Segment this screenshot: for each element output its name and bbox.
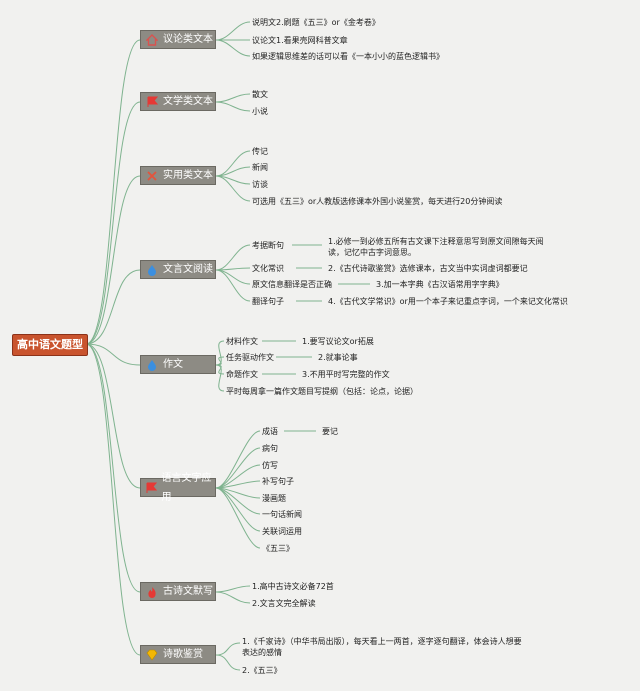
branch-argumentative-text[interactable]: 议论类文本 — [140, 30, 216, 49]
leaf-item: 2.《五三》 — [242, 666, 282, 675]
leaf-item: 命题作文 — [226, 370, 258, 379]
leaf-note: 3.不用平时写完整的作文 — [302, 370, 390, 379]
leaf-item: 《五三》 — [262, 544, 294, 553]
branch-leaf-link — [215, 591, 251, 604]
leaf-item: 仿写 — [262, 461, 278, 470]
leaf-note: 1.必修一到必修五所有古文课下注释意思写到原文间隙每天阅读，记忆中古字词意思。 — [328, 237, 544, 257]
branch-leaf-link — [215, 447, 261, 489]
branch-leaf-link — [215, 93, 251, 103]
branch-classical-chinese[interactable]: 文言文阅读 — [140, 260, 216, 279]
leaf-item: 任务驱动作文 — [226, 353, 274, 362]
leaf-item: 2.文言文完全解读 — [252, 599, 316, 608]
root-branch-link — [85, 343, 141, 656]
branch-leaf-link — [215, 21, 251, 41]
gem-icon — [145, 648, 159, 662]
leaf-item: 可选用《五三》or人教版选修课本外国小说鉴赏，每天进行20分钟阅读 — [252, 197, 503, 206]
drop-icon — [145, 263, 159, 277]
branch-leaf-link — [215, 39, 251, 57]
leaf-note: 2.就事论事 — [318, 353, 358, 362]
branch-leaf-link — [215, 340, 225, 366]
flag-icon — [145, 95, 159, 109]
branch-language-use[interactable]: 语言文字应用 — [140, 473, 216, 503]
leaf-item: 说明文2.刷题《五三》or《金考卷》 — [252, 18, 380, 27]
branch-label: 文学类文本 — [163, 96, 213, 107]
leaf-item: 散文 — [252, 90, 268, 99]
branch-leaf-link — [215, 244, 251, 271]
leaf-item: 如果逻辑思维差的话可以看《一本小小的蓝色逻辑书》 — [252, 52, 444, 61]
branch-label: 议论类文本 — [163, 34, 213, 45]
branch-leaf-link — [215, 642, 241, 656]
root-branch-link — [85, 343, 141, 366]
leaf-note: 2.《古代诗歌鉴赏》选修课本，古文当中实词虚词都要记 — [328, 264, 528, 273]
leaf-item: 原文信息翻译是否正确 — [252, 280, 332, 289]
leaf-item: 补写句子 — [262, 477, 294, 486]
leaf-item: 考据断句 — [252, 241, 284, 250]
leaf-item: 访谈 — [252, 180, 268, 189]
leaf-item: 议论文1.看果壳网科普文章 — [252, 36, 348, 45]
root-branch-link — [85, 39, 141, 345]
branch-poetry-recitation[interactable]: 古诗文默写 — [140, 582, 216, 601]
branch-practical-text[interactable]: 实用类文本 — [140, 166, 216, 185]
root-branch-link — [85, 175, 141, 345]
root-branch-link — [85, 269, 141, 345]
fire-icon — [145, 585, 159, 599]
branch-label: 作文 — [163, 359, 183, 370]
tools-icon — [145, 169, 159, 183]
leaf-item: 病句 — [262, 444, 278, 453]
leaf-item: 传记 — [252, 147, 268, 156]
branch-label: 文言文阅读 — [163, 264, 213, 275]
branch-leaf-link — [215, 101, 251, 112]
branch-leaf-link — [215, 269, 251, 302]
leaf-item: 漫画题 — [262, 494, 286, 503]
root-branch-link — [85, 101, 141, 345]
branch-leaf-link — [215, 487, 261, 532]
leaf-note: 4.《古代文学常识》or用一个本子来记重点字词，一个来记文化常识 — [328, 297, 568, 306]
leaf-item: 1.《千家诗》（中华书局出版），每天看上一两首，逐字逐句翻译，体会诗人想要表达的… — [242, 637, 522, 657]
leaf-item: 新闻 — [252, 163, 268, 172]
leaf-item: 平时每周拿一篇作文题目写提纲（包括：论点，论据） — [226, 387, 418, 396]
root-branch-link — [85, 343, 141, 489]
leaf-item: 一句话新闻 — [262, 510, 302, 519]
branch-label: 古诗文默写 — [163, 586, 213, 597]
leaf-item: 翻译句子 — [252, 297, 284, 306]
branch-poetry-appreciation[interactable]: 诗歌鉴赏 — [140, 645, 216, 664]
root-branch-link — [85, 343, 141, 593]
leaf-item: 材料作文 — [226, 337, 258, 346]
leaf-item: 文化常识 — [252, 264, 284, 273]
branch-leaf-link — [215, 430, 261, 489]
branch-leaf-link — [215, 654, 241, 671]
flag-icon — [145, 481, 158, 495]
branch-leaf-link — [215, 175, 251, 202]
branch-leaf-link — [215, 269, 251, 285]
branch-label: 语言文字应用 — [161, 472, 212, 503]
leaf-item: 小说 — [252, 107, 268, 116]
branch-leaf-link — [215, 487, 261, 549]
branch-composition[interactable]: 作文 — [140, 355, 216, 374]
branch-leaf-link — [215, 364, 225, 392]
leaf-item: 成语 — [262, 427, 278, 436]
branch-leaf-link — [215, 585, 251, 593]
leaf-note: 1.要写议论文or拓展 — [302, 337, 374, 346]
leaf-note: 要记 — [322, 427, 338, 436]
branch-label: 实用类文本 — [163, 170, 213, 181]
branch-literary-text[interactable]: 文学类文本 — [140, 92, 216, 111]
root-node[interactable]: 高中语文题型 — [12, 334, 88, 356]
leaf-item: 1.高中古诗文必备72首 — [252, 582, 334, 591]
drop-icon — [145, 358, 159, 372]
branch-label: 诗歌鉴赏 — [163, 649, 203, 660]
home-icon — [145, 33, 159, 47]
branch-leaf-link — [215, 150, 251, 177]
leaf-note: 3.加一本字典《古汉语常用字字典》 — [376, 280, 504, 289]
leaf-item: 关联词运用 — [262, 527, 302, 536]
